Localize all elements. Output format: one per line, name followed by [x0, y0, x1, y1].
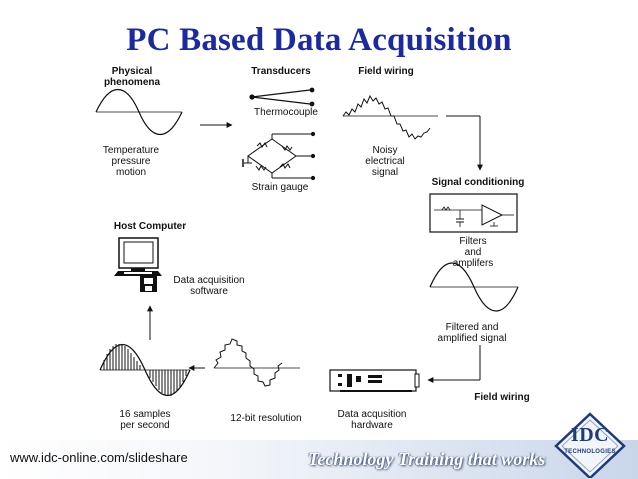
- arrow-to-daq-hardware: [427, 345, 481, 383]
- label-filters: Filters and amplifers: [432, 236, 514, 269]
- floppy-disk-icon: [140, 276, 157, 292]
- label-daq-software: Data acquisition software: [160, 275, 258, 297]
- daq-hardware-card: [329, 369, 420, 392]
- logo-text: IDC: [570, 424, 610, 446]
- label-strain-gauge: Strain gauge: [251, 182, 309, 193]
- label-field-wiring-top: Field wiring: [358, 66, 414, 77]
- footer-bar: [0, 440, 638, 479]
- thermocouple-symbol: [249, 87, 315, 107]
- label-noisy-signal: Noisy electrical signal: [344, 145, 426, 178]
- footer-tagline: Technology Training that works: [308, 449, 546, 469]
- label-noisy-signal-text: Noisy electrical signal: [365, 145, 405, 178]
- label-transducers: Transducers: [251, 66, 311, 77]
- label-daq-hardware: Data acqusition hardware: [324, 409, 420, 431]
- label-host-computer: Host Computer: [113, 221, 187, 232]
- label-filtered-signal: Filtered and amplified signal: [420, 322, 524, 344]
- signal-conditioning-box: [429, 193, 518, 233]
- label-physical-phenomena-text: Physical phenomena: [103, 66, 161, 88]
- strain-gauge-symbol: [242, 131, 316, 181]
- logo-subtext: TECHNOLOGIES: [564, 449, 616, 455]
- phenomena-sine-wave: [95, 88, 183, 136]
- sampled-sine-wave: [99, 343, 191, 397]
- label-physical-phenomena: Physical phenomena: [92, 66, 172, 88]
- label-signal-conditioning: Signal conditioning: [431, 177, 525, 188]
- arrow-to-signal-conditioning: [446, 115, 483, 171]
- footer-url: www.idc-online.com/slideshare: [10, 450, 188, 465]
- label-resolution: 12-bit resolution: [230, 413, 302, 424]
- label-temperature: Temperature pressure motion: [86, 145, 176, 178]
- host-computer-icon: [114, 237, 162, 276]
- label-temperature-text: Temperature pressure motion: [102, 145, 160, 178]
- label-thermocouple: Thermocouple: [254, 107, 318, 118]
- label-daq-hardware-text: Data acqusition hardware: [337, 409, 407, 431]
- label-samples-text: 16 samples per second: [119, 409, 171, 431]
- label-daq-software-text: Data acquisition software: [173, 275, 245, 297]
- label-filtered-signal-text: Filtered and amplified signal: [437, 322, 507, 344]
- label-filters-text: Filters and amplifers: [452, 236, 494, 269]
- slide-title: PC Based Data Acquisition: [126, 22, 512, 58]
- resolution-stepped-wave: [213, 338, 300, 387]
- label-field-wiring-bottom: Field wiring: [474, 392, 530, 403]
- label-samples: 16 samples per second: [100, 409, 190, 431]
- filtered-sine-wave: [429, 262, 519, 312]
- noisy-signal-wave: [342, 94, 438, 140]
- idc-logo-icon: [554, 412, 626, 478]
